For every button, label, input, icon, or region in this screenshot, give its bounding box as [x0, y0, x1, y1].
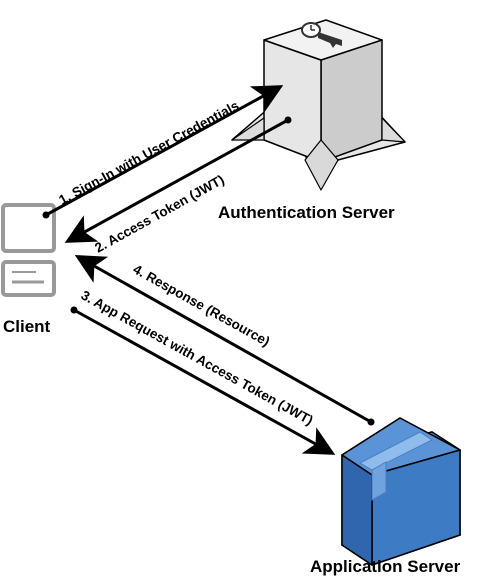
app-server-tape-side	[371, 461, 387, 501]
auth-server-label: Authentication Server	[218, 203, 395, 222]
app-server-icon[interactable]	[341, 417, 461, 566]
auth-server-left-face	[263, 39, 322, 163]
edge-signin[interactable]	[42, 85, 284, 219]
edge-response[interactable]	[74, 255, 375, 426]
clock-key-icon	[301, 22, 342, 48]
auth-server-flap-left	[231, 117, 265, 141]
app-server-left-side	[341, 454, 373, 566]
edge-token[interactable]	[64, 116, 292, 243]
edge-token-label: 2. Access Token (JWT)	[92, 172, 227, 256]
auth-server-icon[interactable]	[231, 19, 406, 191]
client-icon[interactable]	[1, 203, 56, 297]
app-server-tape	[358, 431, 433, 471]
client-label: Client	[3, 317, 51, 336]
client-monitor	[1, 203, 56, 253]
app-server-label: Application Server	[310, 557, 461, 576]
edge-request[interactable]	[70, 306, 336, 455]
auth-server-flap-right	[381, 117, 406, 143]
auth-server-right-face	[320, 39, 383, 163]
auth-server-flap-front	[304, 139, 339, 191]
client-base	[1, 260, 56, 297]
